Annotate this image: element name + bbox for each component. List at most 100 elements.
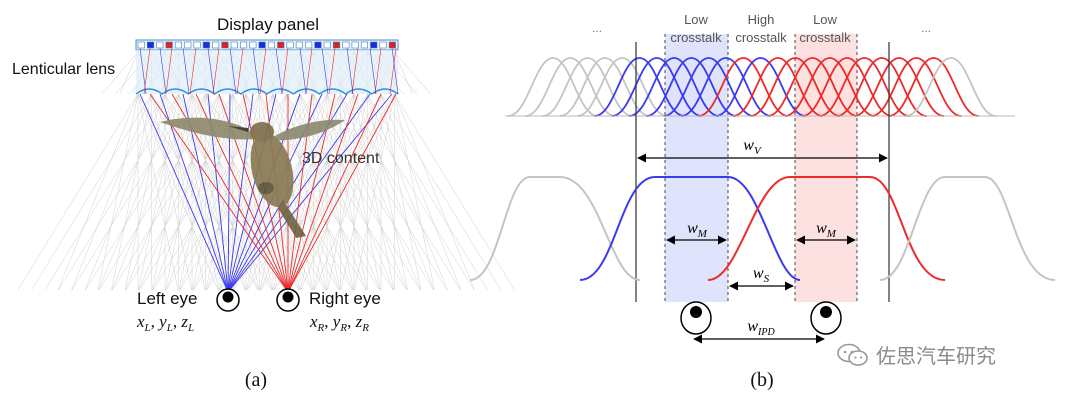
fan-ray (314, 93, 395, 291)
blue-ray (229, 47, 237, 95)
pixel-cell (323, 41, 331, 49)
panel-a: Display panel Lenticular lens 3D content (12, 15, 515, 391)
red-ray (236, 47, 244, 95)
fan-ray (394, 93, 475, 291)
viewing-window-curve (879, 176, 1056, 281)
pixel-cell (286, 41, 294, 49)
view-profile-bump (836, 57, 927, 117)
red-ray (143, 47, 151, 95)
viewing-window-curve (579, 176, 801, 281)
blue-ray (252, 47, 260, 95)
pixel-cell (332, 41, 341, 49)
pixel-cell (174, 41, 182, 49)
red-ray (328, 47, 336, 95)
lens-ray (101, 51, 139, 95)
zone-low-left-line2: crosstalk (670, 30, 722, 45)
caption-a: (a) (245, 369, 267, 391)
fan-ray (179, 93, 260, 291)
view-profile-bump (594, 57, 685, 117)
blue-ray (227, 93, 393, 293)
pixel-row (137, 41, 396, 49)
pixel-cell (295, 41, 303, 49)
pixel-cell (221, 41, 229, 49)
w-m-left-label: wM (687, 220, 708, 240)
lens-ray (119, 51, 139, 95)
red-ray (374, 47, 382, 95)
view-profile-bump (905, 57, 997, 117)
panel-b: ... ... Low crosstalk High crosstalk Low… (469, 12, 1056, 391)
view-profile-bump (577, 57, 668, 117)
blue-ray (182, 47, 190, 95)
left-eye-label: Left eye (137, 289, 198, 308)
fan-ray (98, 93, 179, 291)
pixel-cell (258, 41, 266, 49)
view-profile-bump (871, 57, 962, 117)
pixel-cell (314, 41, 322, 49)
w-v-label: wV (743, 137, 762, 157)
fan-ray (380, 93, 502, 291)
left-eye-coordinates: xL, yL, zL (136, 312, 194, 334)
pixel-cell (360, 41, 369, 49)
view-profile-bump (888, 57, 979, 117)
lens-region (136, 50, 398, 94)
view-profile-bump (663, 57, 754, 117)
red-ray (149, 93, 289, 293)
pixel-cell (249, 41, 257, 49)
zone-low-right-line1: Low (813, 12, 837, 27)
fan-ray (353, 93, 475, 291)
pixel-cell (156, 41, 164, 49)
red-ray (212, 47, 220, 95)
pixel-cell (184, 41, 192, 49)
red-ray (189, 47, 197, 95)
blue-ray (207, 47, 215, 95)
fan-ray (273, 93, 355, 291)
view-profile-bump (611, 57, 702, 117)
view-profile-bump (801, 57, 893, 117)
blue-ray (159, 47, 167, 95)
display-panel-label: Display panel (217, 15, 319, 34)
view-profile-bump (559, 57, 651, 117)
viewing-window-curves (469, 176, 1056, 281)
fan-ray (260, 93, 382, 291)
blue-ray (159, 93, 229, 293)
red-ray (287, 93, 359, 293)
watermark-text: 佐思汽车研究 (876, 344, 996, 368)
view-profile-bump (767, 57, 858, 117)
fan-ray (394, 93, 435, 291)
view-profile-bump (750, 57, 841, 117)
ellipsis-left: ... (592, 21, 602, 35)
red-ray (281, 47, 289, 95)
hummingbird-image (160, 117, 345, 238)
fan-ray (17, 93, 139, 291)
blue-ray (139, 93, 229, 293)
ellipsis-right: ... (921, 21, 931, 35)
watermark: 佐思汽车研究 (836, 340, 996, 369)
pixel-cell (277, 41, 285, 49)
pixel-cell (147, 41, 155, 49)
pixel-cell (267, 41, 276, 49)
pixel-cell (212, 41, 220, 49)
red-ray (351, 47, 359, 95)
lens-ray (394, 51, 431, 95)
fan-ray (44, 93, 166, 291)
red-ray (259, 47, 267, 95)
w-ipd-label: wIPD (747, 318, 775, 338)
view-profile-bump (819, 57, 910, 117)
view-profile-bump (542, 57, 633, 117)
zone-high-line1: High (748, 12, 775, 27)
fan-ray (233, 93, 355, 291)
w-m-right-label: wM (816, 220, 837, 240)
left-eye-icon-b (680, 301, 712, 335)
view-profile-bump (698, 57, 789, 117)
pixel-cell (137, 41, 145, 49)
pixel-cell (202, 41, 210, 49)
view-profile-bump (628, 57, 720, 117)
fan-ray (380, 93, 462, 291)
blue-ray (321, 47, 329, 95)
lenticular-lens-curve (135, 88, 399, 95)
blue-ray (227, 93, 254, 293)
caption-b: (b) (750, 369, 773, 391)
fan-ray (353, 93, 435, 291)
pixel-cell (351, 41, 359, 49)
